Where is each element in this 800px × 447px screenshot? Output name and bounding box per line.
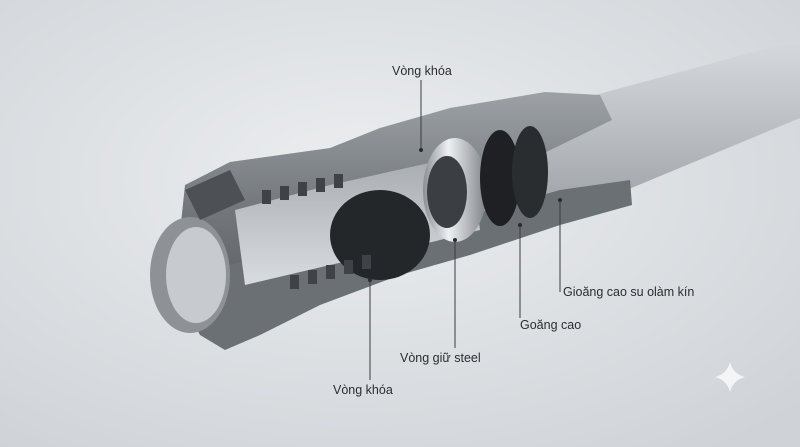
- leader-dot-gasket: [518, 223, 522, 227]
- thread-teeth: [262, 174, 371, 289]
- inner-seal-shadow: [330, 190, 430, 280]
- steel-ring-hole: [427, 156, 467, 228]
- label-gasket: Goăng cao: [520, 318, 582, 332]
- rubber-gasket-2: [512, 126, 548, 218]
- pipe-end-inner: [166, 227, 226, 323]
- leader-dot-rubber-seal: [558, 198, 562, 202]
- label-lock-ring-bottom: Vòng khóa: [333, 383, 393, 397]
- leader-dot-lock-ring-bottom: [368, 278, 372, 282]
- label-steel-ring: Vòng giữ steel: [400, 351, 481, 365]
- label-rubber-seal: Gioăng cao su olàm kín: [563, 285, 695, 299]
- leader-dot-lock-ring-top: [419, 148, 423, 152]
- leader-dot-steel-ring: [453, 238, 457, 242]
- sparkle-icon: [715, 362, 745, 392]
- front-collar: [185, 170, 245, 220]
- rubber-gasket-1: [480, 130, 520, 226]
- label-lock-ring-top: Vòng khóa: [392, 64, 452, 78]
